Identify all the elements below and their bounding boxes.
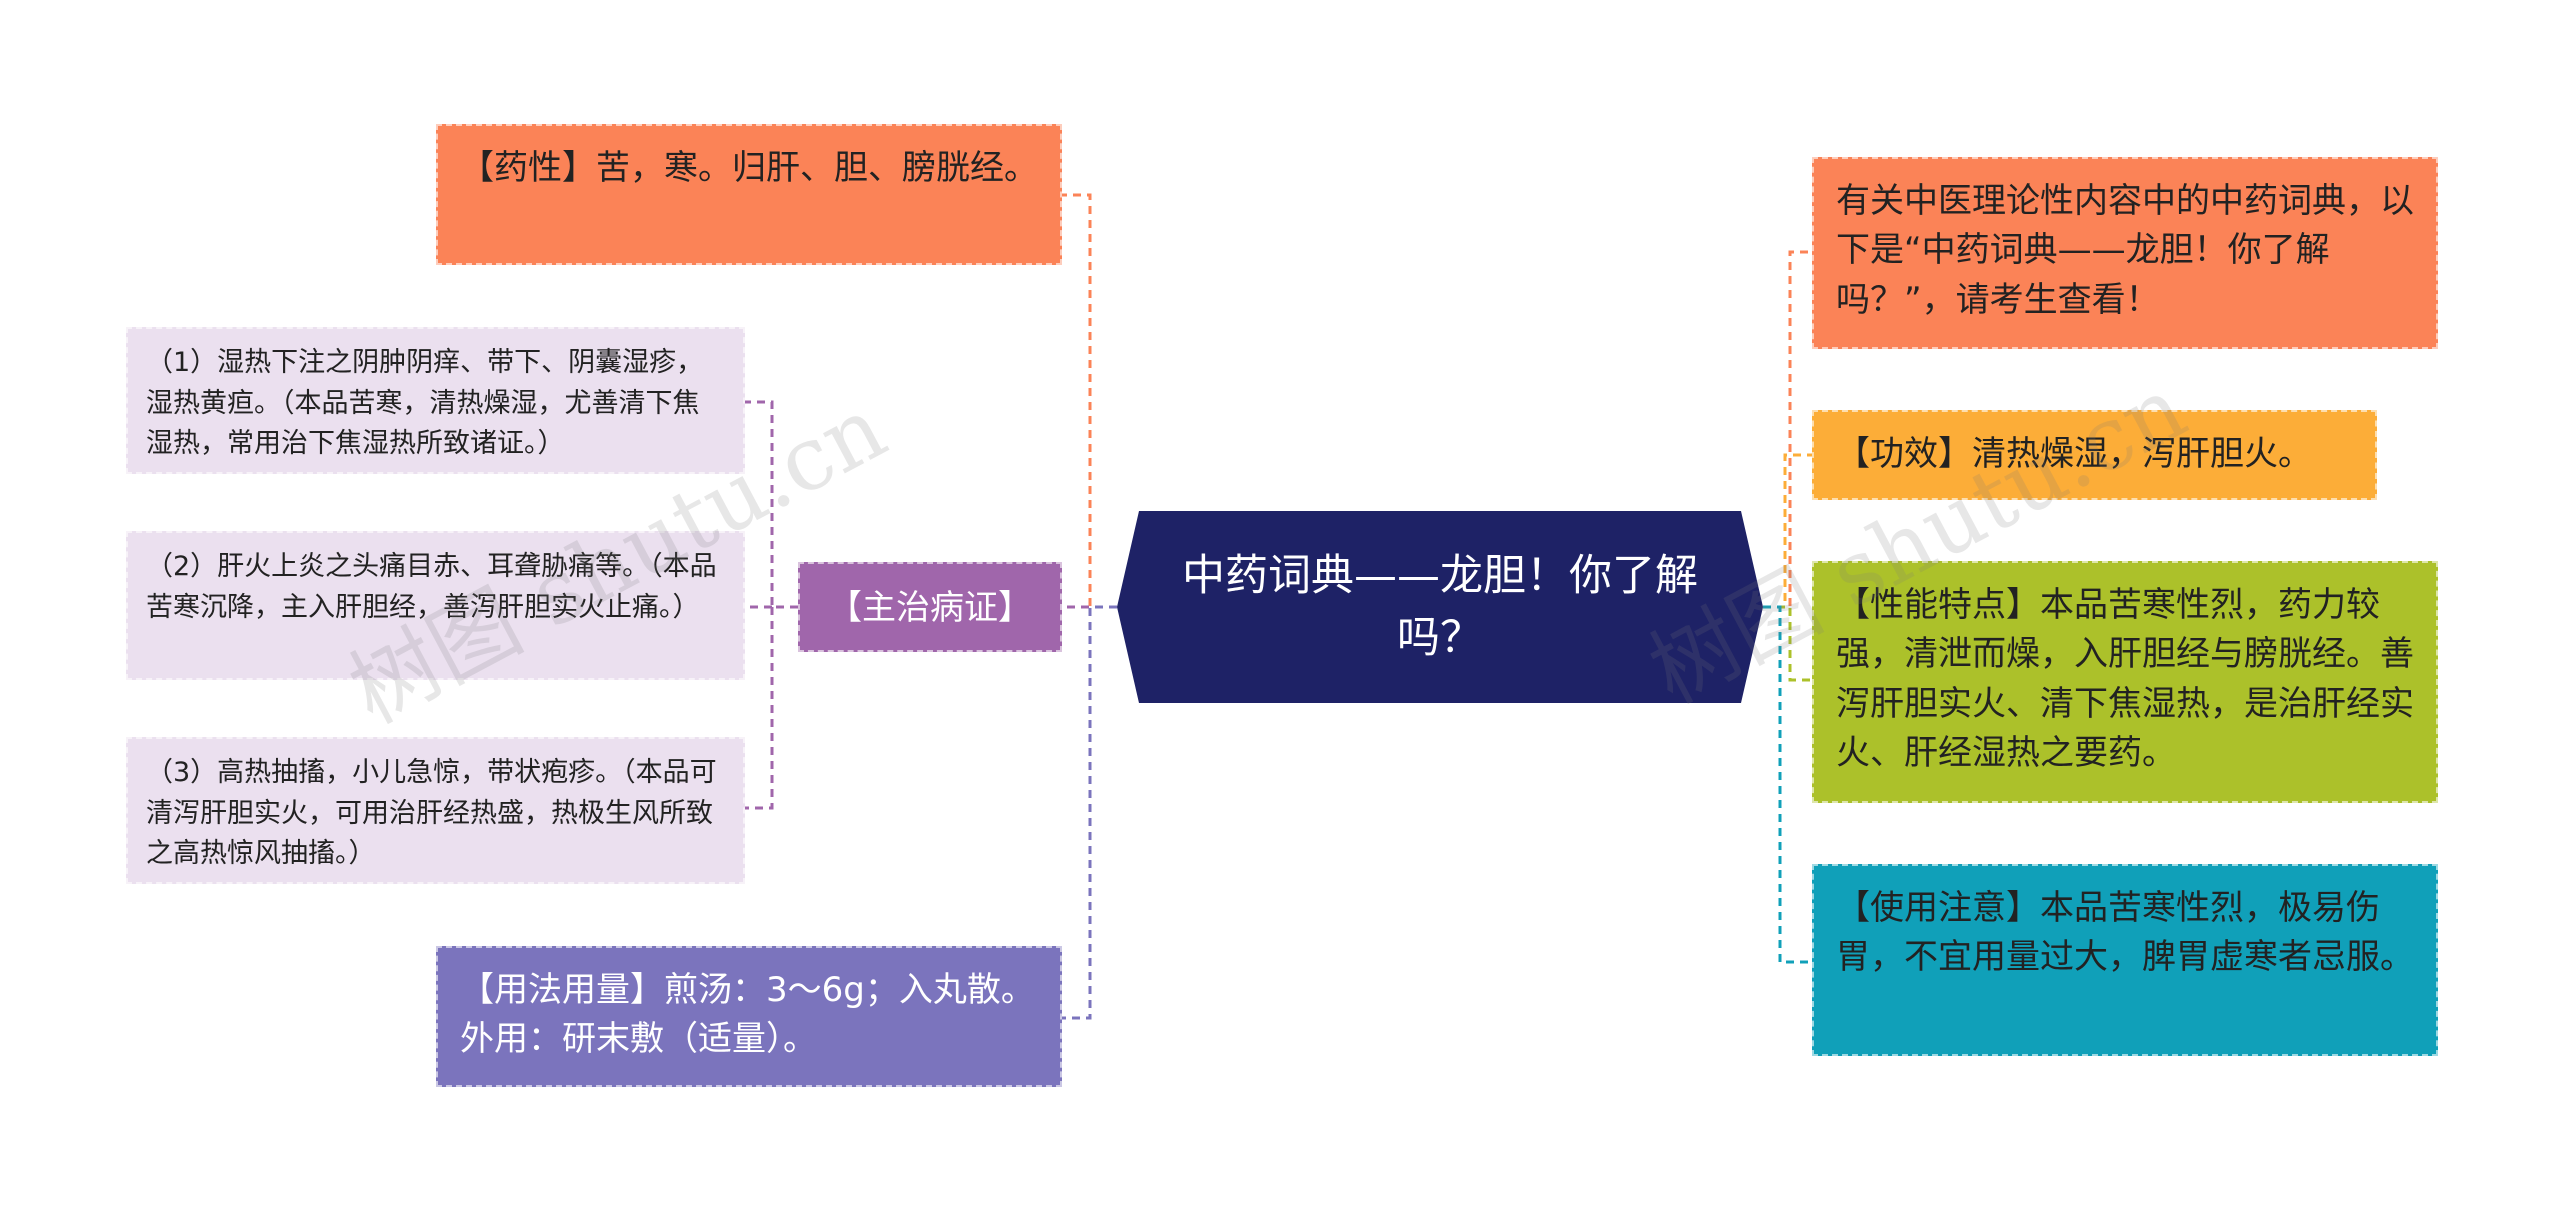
node-zhuzhi-item-2-text: （2）肝火上炎之头痛目赤、耳聋胁痛等。（本品苦寒沉降，主入肝胆经，善泻肝胆实火止…	[146, 551, 717, 623]
node-zhuyi-text: 【使用注意】本品苦寒性烈，极易伤胃，不宜用量过大，脾胃虚寒者忌服。	[1836, 888, 2414, 978]
node-zhuzhi-item-1-text: （1）湿热下注之阴肿阴痒、带下、阴囊湿疹，湿热黄疸。（本品苦寒，清热燥湿，尤善清…	[146, 347, 704, 459]
node-zhuzhi-item-3[interactable]: （3）高热抽搐，小儿急惊，带状疱疹。（本品可清泻肝胆实火，可用治肝经热盛，热极生…	[126, 737, 745, 884]
node-yongfa[interactable]: 【用法用量】煎汤：3～6g；入丸散。外用：研末敷（适量）。	[436, 946, 1062, 1087]
connector-gongxiao	[1763, 453, 1812, 609]
center-topic-label: 中药词典——龙胆！你了解吗？	[1182, 550, 1698, 663]
node-xingneng-text: 【性能特点】本品苦寒性烈，药力较强，清泄而燥，入肝胆经与膀胱经。善泻肝胆实火、清…	[1836, 585, 2414, 773]
connector-yaoxing	[1062, 193, 1117, 609]
connector-zhuzhi-items	[745, 400, 798, 810]
node-xingneng[interactable]: 【性能特点】本品苦寒性烈，药力较强，清泄而燥，入肝胆经与膀胱经。善泻肝胆实火、清…	[1812, 561, 2438, 803]
node-yaoxing-text: 【药性】苦，寒。归肝、胆、膀胱经。	[460, 148, 1038, 188]
center-topic[interactable]: 中药词典——龙胆！你了解吗？	[1117, 511, 1763, 703]
node-intro[interactable]: 有关中医理论性内容中的中药词典，以下是“中药词典——龙胆！你了解吗？”，请考生查…	[1812, 157, 2438, 349]
node-zhuzhi-item-1[interactable]: （1）湿热下注之阴肿阴痒、带下、阴囊湿疹，湿热黄疸。（本品苦寒，清热燥湿，尤善清…	[126, 327, 745, 474]
node-gongxiao-text: 【功效】清热燥湿，泻肝胆火。	[1836, 434, 2312, 474]
node-zhuzhi-label: 【主治病证】	[828, 588, 1032, 628]
connector-xingneng	[1763, 605, 1812, 682]
node-yongfa-text: 【用法用量】煎汤：3～6g；入丸散。外用：研末敷（适量）。	[460, 970, 1035, 1060]
connector-intro	[1763, 250, 1812, 609]
node-zhuyi[interactable]: 【使用注意】本品苦寒性烈，极易伤胃，不宜用量过大，脾胃虚寒者忌服。	[1812, 864, 2438, 1056]
node-gongxiao[interactable]: 【功效】清热燥湿，泻肝胆火。	[1812, 410, 2377, 500]
node-zhuzhi-item-2[interactable]: （2）肝火上炎之头痛目赤、耳聋胁痛等。（本品苦寒沉降，主入肝胆经，善泻肝胆实火止…	[126, 531, 745, 680]
node-yaoxing[interactable]: 【药性】苦，寒。归肝、胆、膀胱经。	[436, 124, 1062, 265]
node-zhuzhi[interactable]: 【主治病证】	[798, 562, 1062, 652]
node-zhuzhi-item-3-text: （3）高热抽搐，小儿急惊，带状疱疹。（本品可清泻肝胆实火，可用治肝经热盛，热极生…	[146, 757, 717, 869]
connector-yongfa	[1062, 605, 1117, 1020]
connector-zhuyi	[1763, 605, 1812, 964]
node-intro-text: 有关中医理论性内容中的中药词典，以下是“中药词典——龙胆！你了解吗？”，请考生查…	[1836, 181, 2414, 320]
